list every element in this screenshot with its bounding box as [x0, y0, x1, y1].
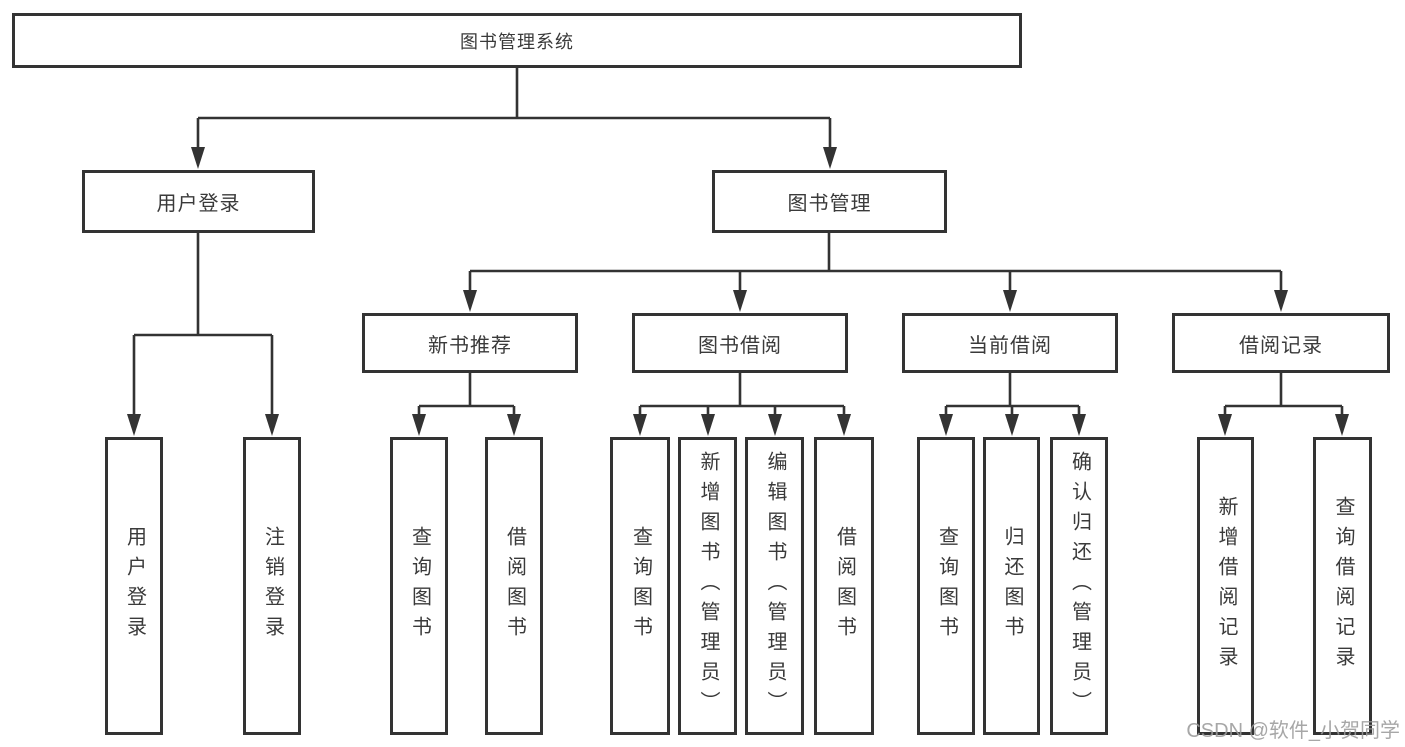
node-library-system: 图书管理系统 — [12, 13, 1022, 68]
leaf-borrow-books: 借阅图书 — [814, 437, 874, 735]
node-user-login: 用户登录 — [82, 170, 315, 233]
csdn-watermark: CSDN @软件_小贺同学 — [1186, 720, 1400, 742]
leaf-edit-books-admin: 编辑图书（管理员） — [745, 437, 804, 735]
leaf-add-borrow-record: 新增借阅记录 — [1197, 437, 1254, 735]
leaf-query-borrow-record: 查询借阅记录 — [1313, 437, 1372, 735]
node-book-borrow: 图书借阅 — [632, 313, 848, 373]
leaf-add-books-admin: 新增图书（管理员） — [678, 437, 737, 735]
leaf-return-books: 归还图书 — [983, 437, 1040, 735]
node-current-borrow: 当前借阅 — [902, 313, 1118, 373]
leaf-query-books-current: 查询图书 — [917, 437, 975, 735]
leaf-query-books-recommend: 查询图书 — [390, 437, 448, 735]
node-borrow-records: 借阅记录 — [1172, 313, 1390, 373]
leaf-query-books-borrow: 查询图书 — [610, 437, 670, 735]
leaf-confirm-return-admin: 确认归还（管理员） — [1050, 437, 1108, 735]
node-new-book-recommend: 新书推荐 — [362, 313, 578, 373]
node-book-management: 图书管理 — [712, 170, 947, 233]
leaf-logout: 注销登录 — [243, 437, 301, 735]
leaf-user-login: 用户登录 — [105, 437, 163, 735]
leaf-borrow-books-recommend: 借阅图书 — [485, 437, 543, 735]
